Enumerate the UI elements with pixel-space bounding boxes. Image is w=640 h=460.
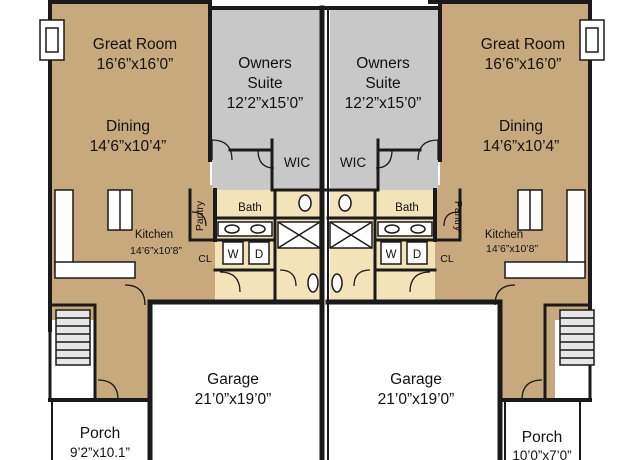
left-bath-label: Bath (238, 202, 262, 214)
right-pantry-label: Pantry (452, 201, 464, 232)
left-garage-name: Garage (207, 371, 259, 388)
left-great-room-name: Great Room (93, 36, 177, 53)
left-dining-dims: 14’6”x10’4” (90, 138, 167, 155)
left-porch-dims: 9’2”x10.1” (70, 445, 130, 460)
left-kitchen-counter-bottom (54, 261, 136, 279)
right-toilet-icon (338, 194, 352, 212)
left-wic-label: WIC (284, 155, 310, 170)
left-owners-suite-line2: Suite (247, 75, 282, 92)
right-dining-name: Dining (499, 118, 543, 135)
doors (97, 139, 543, 401)
right-great-room-name: Great Room (481, 36, 565, 53)
left-porch-name: Porch (80, 425, 121, 442)
left-garage-dims: 21’0”x19’0” (195, 391, 272, 408)
left-dryer-label: D (255, 249, 263, 261)
right-dryer-label: D (413, 249, 421, 261)
right-owners-suite-line2: Suite (365, 75, 400, 92)
right-owners-suite-floor (330, 8, 438, 190)
right-kitchen-name: Kitchen (485, 229, 523, 241)
right-fireplace-icon (579, 19, 605, 61)
right-garage-dims: 21’0”x19’0” (378, 391, 455, 408)
left-dining-name: Dining (106, 118, 150, 135)
right-owners-suite-dims: 12’2”x15’0” (345, 95, 422, 112)
left-garage-floor (150, 305, 320, 460)
left-owners-suite-floor (212, 8, 320, 190)
left-washer-label: W (228, 249, 239, 261)
left-closet-label: CL (198, 253, 212, 265)
left-owners-suite-line1: Owners (238, 55, 292, 72)
right-kitchen-counter-side (566, 189, 586, 271)
left-kitchen-counter-side (54, 189, 74, 271)
left-owners-suite-dims: 12’2”x15’0” (227, 95, 304, 112)
right-porch-name: Porch (522, 429, 563, 446)
left-great-room-dims: 16’6”x16’0” (97, 56, 174, 73)
left-unit-labels: Great Room 16’6”x16’0” Dining 14’6”x10’4… (70, 36, 310, 460)
right-kitchen-dims: 14’6”x10’8” (486, 243, 538, 255)
left-toilet-icon (298, 194, 312, 212)
left-kitchen-dims: 14’6”x10’8” (130, 245, 182, 257)
fixtures (39, 19, 605, 366)
right-washer-label: W (386, 249, 397, 261)
right-stairs (559, 309, 595, 366)
right-closet-label: CL (440, 253, 454, 265)
right-owners-suite-line1: Owners (356, 55, 410, 72)
right-great-room-dims: 16’6”x16’0” (485, 56, 562, 73)
right-bath-label: Bath (395, 202, 419, 214)
right-unit-labels: Great Room 16’6”x16’0” Dining 14’6”x10’4… (340, 36, 572, 460)
right-porch-dims: 10’0”x7’0” (512, 448, 571, 460)
right-garage-floor (330, 305, 500, 460)
right-dining-dims: 14’6”x10’4” (483, 138, 560, 155)
right-wic-label: WIC (340, 155, 366, 170)
right-kitchen-counter-bottom (504, 261, 586, 279)
left-kitchen-name: Kitchen (135, 229, 173, 241)
left-pantry-label: Pantry (194, 200, 206, 231)
right-garage-name: Garage (390, 371, 442, 388)
left-stairs (55, 309, 91, 366)
